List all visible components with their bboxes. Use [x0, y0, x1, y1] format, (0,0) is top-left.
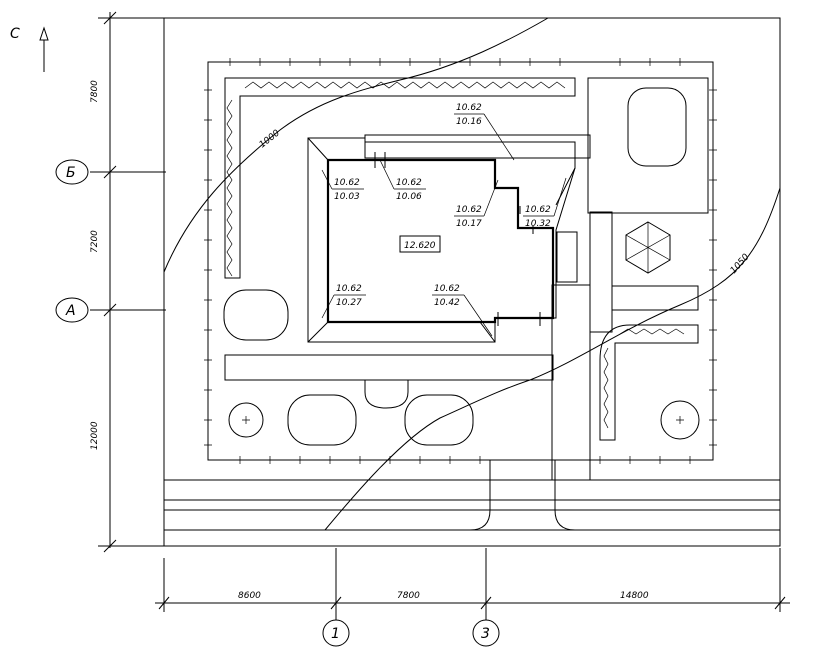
elevation-2-bottom: 10.03: [334, 192, 360, 202]
axis-label-1: 1: [331, 626, 340, 642]
elevation-4: 10.62 10.17: [454, 179, 499, 229]
shrub-bed-1: [223, 289, 289, 341]
building-mark-box: [399, 235, 441, 253]
trees: [228, 400, 700, 440]
inner-fence: [207, 61, 714, 461]
elevation-5-bottom: 10.32: [525, 219, 551, 229]
elevation-1-bottom: 10.16: [456, 117, 482, 127]
gazebo: [625, 221, 671, 274]
paving: [224, 77, 709, 481]
elevation-7-top: 10.62: [434, 284, 460, 294]
building-mark: 12.620: [404, 241, 436, 251]
shrub-bed-3: [404, 394, 474, 446]
elevation-5: 10.62 10.32: [523, 177, 567, 229]
hedge-bottom-right: [599, 324, 699, 441]
shrub-beds: [223, 289, 474, 446]
tree-left: [228, 402, 264, 438]
dim-horizontal-8600: 8600: [238, 591, 261, 601]
elevation-7-bottom: 10.42: [434, 298, 460, 308]
contour-1000: [163, 17, 549, 273]
elevation-5-top: 10.62: [525, 205, 551, 215]
axis-label-a: А: [65, 303, 76, 319]
elevation-1-top: 10.62: [456, 103, 482, 113]
dim-horizontal-14800: 14800: [620, 591, 649, 601]
axis-col-3: 3: [472, 548, 500, 647]
shrub-bed-2: [287, 394, 357, 446]
hedge-top-left: [224, 77, 576, 279]
contour-1050: [324, 187, 781, 531]
axis-row-b: Б: [55, 159, 166, 185]
axis-row-a: А: [55, 297, 166, 323]
dim-vertical-12000: 12000: [90, 421, 100, 450]
axis-label-3: 3: [481, 626, 490, 642]
axis-col-1: 1: [322, 548, 350, 647]
dim-horizontal-7800: 7800: [397, 591, 420, 601]
elevation-4-bottom: 10.17: [456, 219, 482, 229]
contours: 1000 1050: [163, 17, 781, 531]
elevation-1: 10.62 10.16: [454, 103, 515, 161]
elevation-6: 10.62 10.27: [321, 284, 366, 319]
dim-vertical-7800: 7800: [90, 80, 100, 103]
elevation-2: 10.62 10.03: [321, 169, 364, 202]
elevation-marks: 10.62 10.16 10.62 10.03 10.62 10.06 10.6…: [321, 103, 567, 337]
road: [164, 460, 780, 531]
elevation-2-top: 10.62: [334, 178, 360, 188]
elevation-6-bottom: 10.27: [336, 298, 362, 308]
elevation-3-top: 10.62: [396, 178, 422, 188]
elevation-6-top: 10.62: [336, 284, 362, 294]
site-boundary: [163, 17, 781, 547]
axis-label-b: Б: [66, 165, 76, 181]
bottom-dimension-chain: 8600 7800 14800: [155, 548, 790, 612]
elevation-4-top: 10.62: [456, 205, 482, 215]
elevation-3-bottom: 10.06: [396, 192, 422, 202]
north-label: С: [10, 26, 20, 42]
elevation-3: 10.62 10.06: [379, 159, 426, 202]
left-dimension-chain: 7800 7200 12000: [90, 11, 166, 553]
building: 12.620: [307, 137, 576, 343]
elevation-7: 10.62 10.42: [432, 284, 493, 337]
fence-ticks: [204, 58, 717, 464]
dim-vertical-7200: 7200: [90, 230, 100, 253]
tree-right: [660, 400, 700, 440]
north-arrow: С: [10, 26, 49, 72]
